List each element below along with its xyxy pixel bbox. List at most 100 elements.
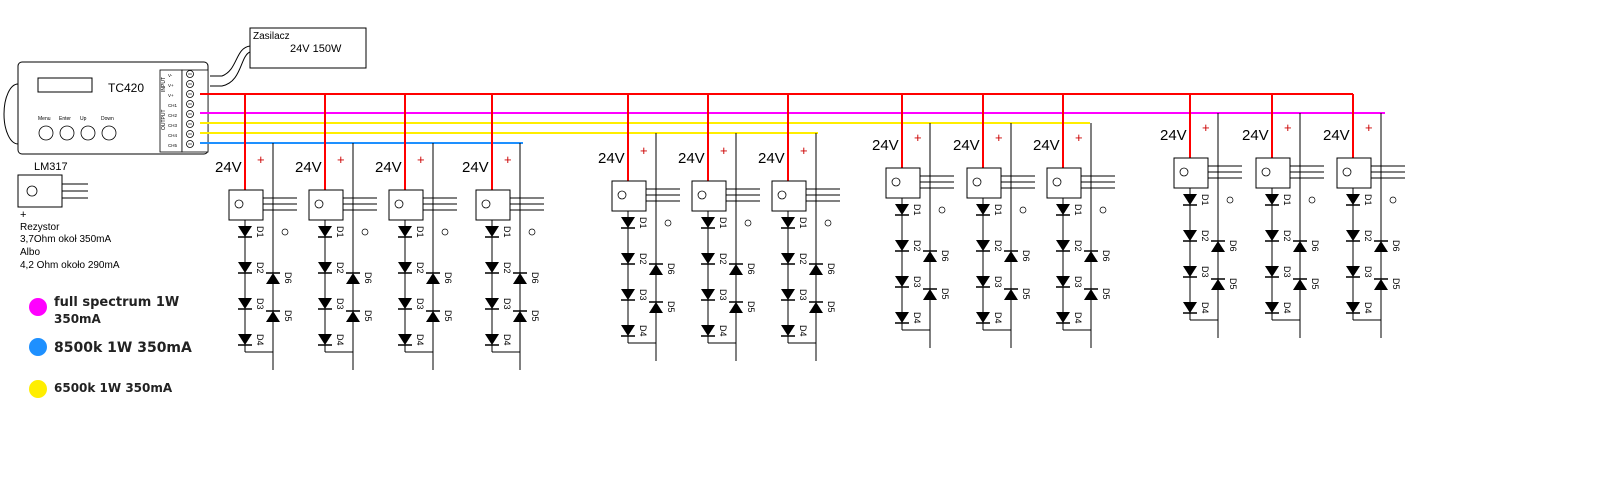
- diode-label: D5: [283, 310, 293, 322]
- module-voltage-label: 24V: [295, 159, 322, 176]
- lm317-regulator: [228, 189, 264, 221]
- test-point: [938, 206, 946, 214]
- diode-d1: [781, 217, 795, 228]
- lm317-regulator: [1173, 157, 1209, 189]
- diode-d1: [485, 226, 499, 237]
- module-voltage-label: 24V: [375, 159, 402, 176]
- diode-label: D1: [718, 217, 728, 229]
- diode-d2: [1056, 240, 1070, 251]
- diode-label: D6: [1310, 240, 1320, 252]
- regulator-note-3: Albo: [20, 247, 40, 258]
- diode-d2: [976, 240, 990, 251]
- diode-d2: [701, 253, 715, 264]
- diode-label: D2: [1363, 230, 1373, 242]
- lm317-reference: LM317 + Rezystor 3,7Ohm okoł 350mA Albo …: [17, 161, 120, 271]
- diode-d4: [621, 325, 635, 336]
- diode-d5: [729, 302, 743, 313]
- controller-button-label: Down: [101, 116, 114, 122]
- lm317-regulator: [885, 167, 921, 199]
- diode-label: D4: [1073, 312, 1083, 324]
- legend-swatch-8500k: [29, 338, 47, 356]
- module-plus-label: +: [1284, 120, 1292, 135]
- legend-swatch-6500k: [29, 380, 47, 398]
- diode-label: D4: [1363, 302, 1373, 314]
- legend-label-6500k: 6500k 1W 350mA: [54, 381, 173, 395]
- diode-d4: [895, 312, 909, 323]
- terminal-label: CH4: [168, 133, 177, 138]
- diode-label: D5: [1101, 288, 1111, 300]
- diode-label: D6: [1228, 240, 1238, 252]
- diode-d6: [729, 264, 743, 275]
- module-voltage-label: 24V: [872, 137, 899, 154]
- test-point: [281, 228, 289, 236]
- diode-label: D5: [443, 310, 453, 322]
- diode-d6: [923, 251, 937, 262]
- diode-d4: [398, 334, 412, 345]
- diode-label: D2: [502, 262, 512, 274]
- diode-d6: [426, 273, 440, 284]
- diode-d4: [976, 312, 990, 323]
- diode-label: D4: [502, 334, 512, 346]
- module-voltage-label: 24V: [758, 150, 785, 167]
- diode-label: D5: [1021, 288, 1031, 300]
- terminal-label: V-: [168, 73, 173, 78]
- diode-label: D4: [415, 334, 425, 346]
- diode-d1: [238, 226, 252, 237]
- diode-label: D6: [443, 272, 453, 284]
- diode-label: D2: [415, 262, 425, 274]
- terminal-label: CH1: [168, 103, 177, 108]
- diode-d2: [621, 253, 635, 264]
- diode-d2: [238, 262, 252, 273]
- diode-d3: [1346, 266, 1360, 277]
- test-point: [441, 228, 449, 236]
- controller-button-down: [101, 125, 117, 141]
- bus-wires: [200, 93, 1385, 144]
- module-plus-label: +: [417, 152, 425, 167]
- diode-label: D6: [666, 263, 676, 275]
- legend-swatch-full-spectrum: [29, 298, 47, 316]
- module-voltage-label: 24V: [1033, 137, 1060, 154]
- diode-d6: [513, 273, 527, 284]
- diode-label: D6: [1021, 250, 1031, 262]
- diode-label: D5: [666, 301, 676, 313]
- diode-d1: [318, 226, 332, 237]
- diode-d5: [809, 302, 823, 313]
- test-point: [1389, 196, 1397, 204]
- diode-label: D2: [1200, 230, 1210, 242]
- module-voltage-label: 24V: [215, 159, 242, 176]
- diode-label: D1: [1073, 204, 1083, 216]
- diode-d3: [701, 289, 715, 300]
- module-plus-label: +: [1202, 120, 1210, 135]
- diode-label: D6: [826, 263, 836, 275]
- led-modules: 24V+D1D2D3D4D6D524V+D1D2D3D4D6D524V+D1D2…: [215, 94, 1405, 370]
- diode-label: D3: [798, 289, 808, 301]
- terminal-label: CH2: [168, 113, 177, 118]
- diode-label: D3: [1282, 266, 1292, 278]
- diode-d2: [1265, 230, 1279, 241]
- test-point: [824, 219, 832, 227]
- controller-button-label: Menu: [38, 116, 51, 122]
- module-voltage-label: 24V: [1160, 127, 1187, 144]
- controller-button-menu: [38, 125, 54, 141]
- diode-d1: [1056, 204, 1070, 215]
- diode-d2: [398, 262, 412, 273]
- diode-d2: [895, 240, 909, 251]
- diode-label: D6: [1101, 250, 1111, 262]
- controller-output-label: OUTPUT: [161, 109, 167, 130]
- module-voltage-label: 24V: [598, 150, 625, 167]
- diode-d1: [621, 217, 635, 228]
- diode-label: D5: [1391, 278, 1401, 290]
- test-point: [1019, 206, 1027, 214]
- lm317-regulator: [966, 167, 1002, 199]
- module-plus-label: +: [720, 143, 728, 158]
- diode-label: D6: [530, 272, 540, 284]
- diode-label: D2: [638, 253, 648, 265]
- diode-d2: [781, 253, 795, 264]
